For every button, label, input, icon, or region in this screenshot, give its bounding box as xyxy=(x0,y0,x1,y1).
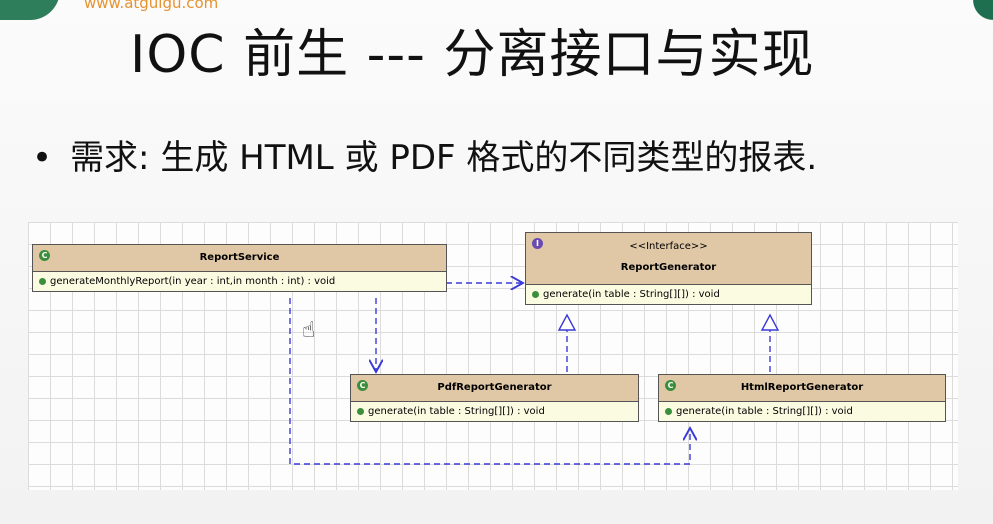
realization-html-arrowhead xyxy=(760,313,780,331)
report-service-header: C ReportService xyxy=(33,245,446,272)
report-service-class: C ReportService generateMonthlyReport(in… xyxy=(32,244,447,292)
report-generator-operation: generate(in table : String[][]) : void xyxy=(526,285,811,304)
html-generator-header: C HtmlReportGenerator xyxy=(659,375,945,402)
html-generator-name: HtmlReportGenerator xyxy=(740,382,864,393)
site-url: www.atguigu.com xyxy=(84,0,219,12)
hand-cursor-icon: ☝ xyxy=(302,318,316,343)
report-service-operation: generateMonthlyReport(in year : int,in m… xyxy=(33,272,446,291)
requirement-bullet: • 需求: 生成 HTML 或 PDF 格式的不同类型的报表. xyxy=(32,130,817,179)
requirement-text: 需求: 生成 HTML 或 PDF 格式的不同类型的报表. xyxy=(70,138,818,178)
public-method-icon xyxy=(39,277,46,285)
corner-decoration xyxy=(969,0,993,22)
realization-pdf-arrowhead xyxy=(557,313,577,331)
dependency-service-to-html xyxy=(289,298,690,465)
report-generator-interface: I <<Interface>> ReportGenerator generate… xyxy=(525,232,812,305)
class-badge-icon: C xyxy=(665,380,676,391)
report-service-op-text: generateMonthlyReport(in year : int,in m… xyxy=(50,276,336,287)
report-generator-header: I <<Interface>> ReportGenerator xyxy=(526,233,811,285)
class-badge-icon: C xyxy=(39,250,50,261)
pdf-generator-header: C PdfReportGenerator xyxy=(351,375,638,402)
report-generator-op-text: generate(in table : String[][]) : void xyxy=(543,289,720,300)
pdf-generator-operation: generate(in table : String[][]) : void xyxy=(351,402,638,421)
html-generator-operation: generate(in table : String[][]) : void xyxy=(659,402,945,421)
report-service-name: ReportService xyxy=(199,252,280,263)
slide-title: IOC 前生 --- 分离接口与实现 xyxy=(130,25,815,85)
class-badge-icon: C xyxy=(357,380,368,391)
public-method-icon xyxy=(357,407,364,415)
html-generator-op-text: generate(in table : String[][]) : void xyxy=(676,406,853,417)
html-generator-class: C HtmlReportGenerator generate(in table … xyxy=(658,374,946,422)
bullet-dot-icon: • xyxy=(32,138,53,178)
public-method-icon xyxy=(532,290,539,298)
report-generator-name: ReportGenerator xyxy=(620,262,717,273)
pdf-generator-class: C PdfReportGenerator generate(in table :… xyxy=(350,374,639,422)
interface-stereotype: <<Interface>> xyxy=(629,241,708,252)
pdf-generator-op-text: generate(in table : String[][]) : void xyxy=(368,406,545,417)
logo xyxy=(0,0,60,20)
interface-badge-icon: I xyxy=(532,238,543,249)
public-method-icon xyxy=(665,407,672,415)
pdf-generator-name: PdfReportGenerator xyxy=(437,382,552,393)
